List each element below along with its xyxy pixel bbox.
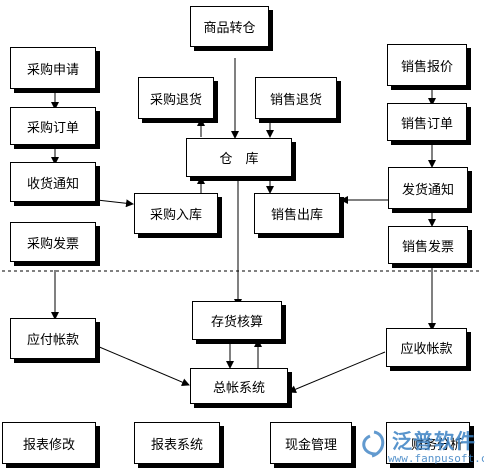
node-purchase-invoice: 采购发票	[10, 222, 96, 262]
node-sales-order: 销售订单	[387, 103, 467, 141]
arrow-receipt-to-inbound	[96, 199, 134, 208]
node-delivery-notice: 发货通知	[388, 167, 468, 209]
node-report-modify: 报表修改	[2, 422, 96, 464]
watermark-url: www.fanpusoft.com	[388, 452, 484, 465]
node-cash-management: 现金管理	[270, 422, 352, 464]
node-sales-invoice: 销售发票	[388, 226, 468, 264]
node-accounts-payable: 应付帐款	[10, 318, 96, 359]
node-financial-analysis: 财务分析	[386, 422, 470, 464]
node-warehouse: 仓 库	[186, 138, 292, 177]
node-sales-return: 销售退货	[255, 77, 337, 119]
node-purchase-request: 采购申请	[10, 47, 96, 89]
arrow-payable-to-ledger	[96, 345, 190, 386]
node-receipt-notice: 收货通知	[10, 162, 96, 202]
node-inventory-costing: 存货核算	[192, 301, 282, 340]
node-accounts-receivable: 应收帐款	[386, 328, 467, 367]
node-general-ledger: 总帐系统	[190, 368, 288, 404]
watermark-brand: 泛普软件	[392, 429, 476, 453]
brand-logo-icon	[362, 430, 385, 458]
arrow-receivable-to-ledger	[288, 351, 386, 393]
node-report-system: 报表系统	[134, 422, 220, 464]
node-purchase-inbound: 采购入库	[134, 193, 218, 234]
node-purchase-return: 采购退货	[138, 77, 214, 119]
node-sales-quote: 销售报价	[387, 44, 467, 86]
node-sales-outbound: 销售出库	[254, 193, 340, 234]
financial-analysis-label: 财务分析	[410, 437, 463, 453]
node-purchase-order: 采购订单	[10, 107, 96, 145]
node-goods-transfer: 商品转仓	[190, 6, 269, 47]
